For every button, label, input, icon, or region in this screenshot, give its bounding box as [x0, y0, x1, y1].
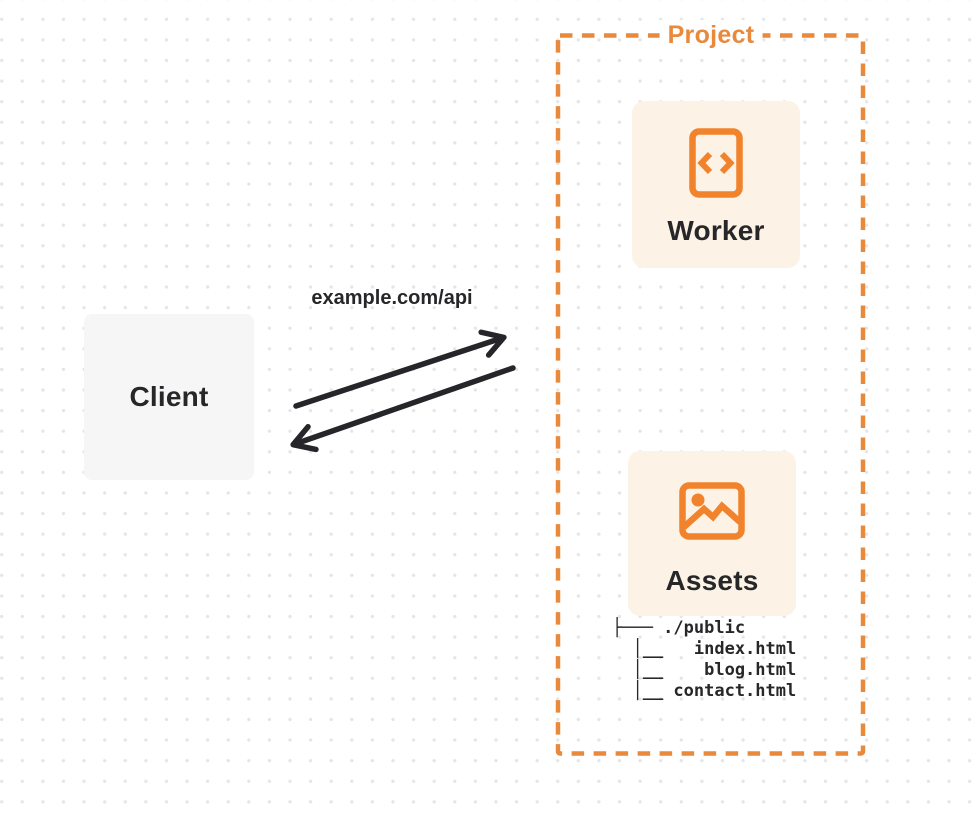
- response-arrow: [290, 365, 516, 453]
- client-label: Client: [129, 381, 209, 412]
- assets-node: Assets: [628, 451, 796, 616]
- project-label: Project: [659, 20, 763, 50]
- project-boundary: [555, 33, 866, 756]
- worker-label: Worker: [667, 215, 765, 246]
- worker-node: Worker: [632, 101, 800, 268]
- assets-label: Assets: [665, 565, 759, 596]
- request-url-label: example.com/api: [311, 287, 473, 309]
- request-arrow: [293, 329, 507, 409]
- assets-file-tree: ├─── ./public │__ index.html │__ blog.ht…: [612, 618, 797, 701]
- image-icon: [679, 482, 745, 540]
- code-file-icon: [689, 128, 743, 198]
- client-node: Client: [84, 314, 254, 480]
